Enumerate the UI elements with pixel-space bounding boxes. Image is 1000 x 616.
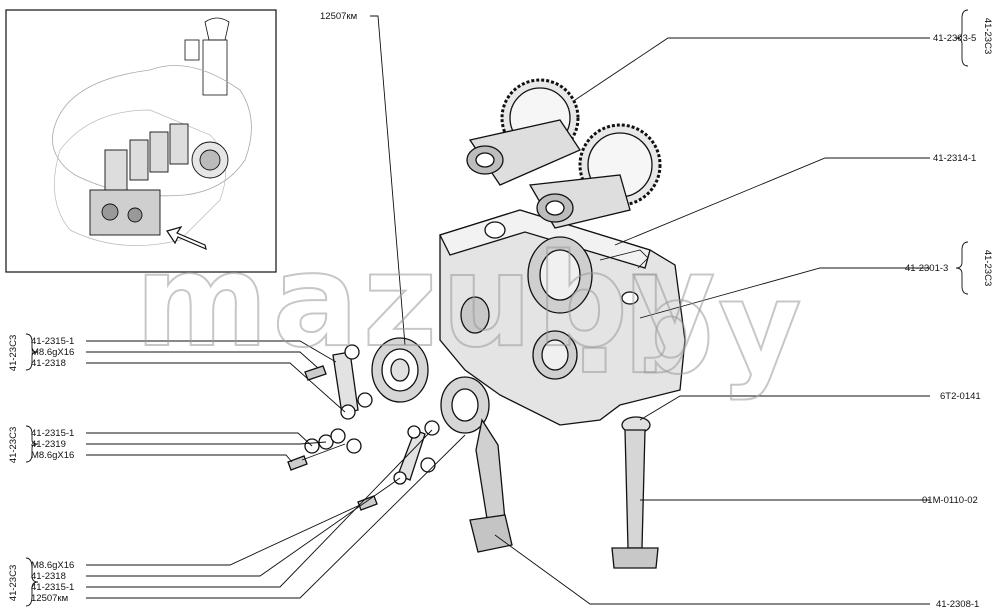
label-g3-1: 41-2318 bbox=[31, 571, 66, 582]
engine-overview-inset bbox=[5, 9, 277, 273]
label-g2-0: 41-2315-1 bbox=[31, 428, 74, 439]
link-group-middle bbox=[287, 428, 362, 471]
label-plug: 6Т2-0141 bbox=[940, 391, 981, 402]
label-gear-cam: 41-2303-5 bbox=[933, 33, 976, 44]
label-g3-0: М8.6gX16 bbox=[31, 560, 74, 571]
link-group-upper bbox=[304, 344, 373, 420]
gear-assembly bbox=[466, 78, 662, 229]
label-g2-1: 41-2319 bbox=[31, 439, 66, 450]
link-group-lower bbox=[357, 420, 440, 511]
long-bolt bbox=[611, 416, 659, 569]
watermark-suffix: .by bbox=[570, 254, 806, 403]
ball-bearing bbox=[371, 337, 429, 403]
label-g1-0: 41-2315-1 bbox=[31, 336, 74, 347]
drive-shaft bbox=[440, 376, 513, 553]
label-g3-2: 41-2315-1 bbox=[31, 582, 74, 593]
group-brackets bbox=[25, 9, 969, 607]
watermark-text: mazuby bbox=[135, 227, 719, 376]
label-g2-2: М8.6gX16 bbox=[31, 450, 74, 461]
label-bolt-long: 01М-0110-02 bbox=[922, 495, 978, 506]
label-g3-3: 12507км bbox=[31, 593, 68, 604]
label-drive-shaft: 41-2308-1 bbox=[936, 599, 979, 610]
group-code-right-top: 41-23С3 bbox=[982, 18, 993, 54]
group-code-left-3: 41-23С3 bbox=[8, 565, 19, 601]
group-code-right-mid: 41-23С3 bbox=[982, 250, 993, 286]
label-shaft: 41-2314-1 bbox=[933, 153, 976, 164]
leader-lines bbox=[86, 15, 930, 605]
label-g1-2: 41-2318 bbox=[31, 358, 66, 369]
pump-housing bbox=[439, 209, 686, 426]
label-g1-1: М8.6gX16 bbox=[31, 347, 74, 358]
group-code-left-1: 41-23С3 bbox=[8, 335, 19, 371]
group-code-left-2: 41-23С3 bbox=[8, 427, 19, 463]
label-bearing-top: 12507км bbox=[320, 11, 357, 22]
label-housing: 41-2301-3 bbox=[905, 263, 948, 274]
